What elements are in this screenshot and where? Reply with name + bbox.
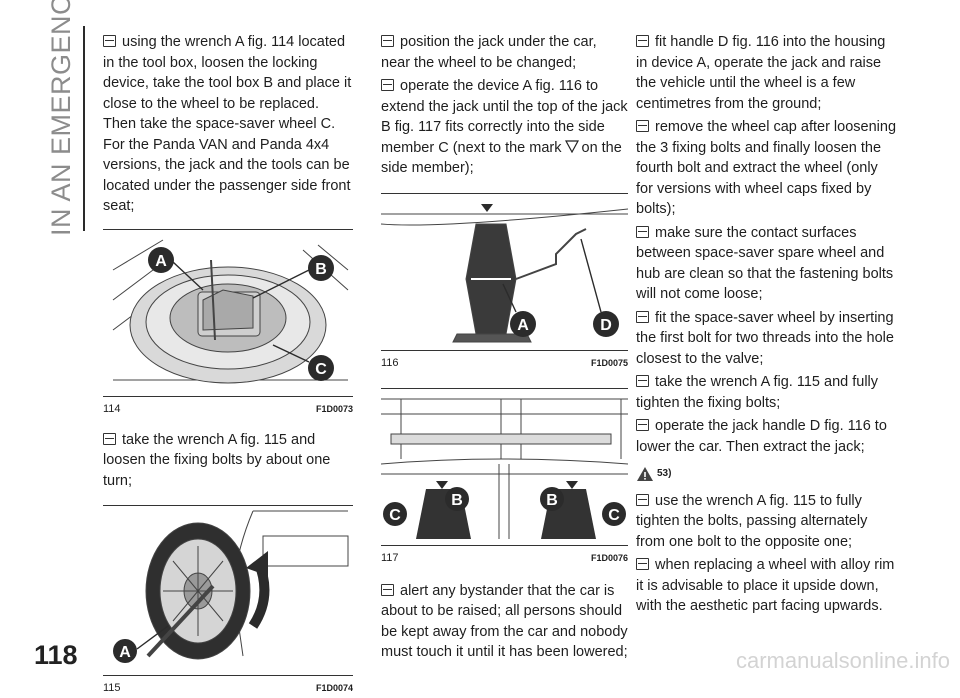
label-c: C: [608, 507, 620, 524]
figure-number: 116: [381, 353, 399, 374]
checkbox-bullet-icon: [103, 433, 116, 445]
checkbox-bullet-icon: [636, 35, 649, 47]
instruction-item: using the wrench A fig. 114 located in t…: [103, 32, 353, 217]
section-divider: [83, 26, 85, 231]
checkbox-bullet-icon: [381, 584, 394, 596]
label-a: A: [155, 253, 167, 270]
figure-code: F1D0075: [591, 353, 628, 374]
jacking-points-illustration: C B B C: [381, 389, 628, 539]
spare-wheel-illustration: A B C: [103, 230, 353, 390]
label-a: A: [119, 644, 131, 661]
figure-114: A B C 114 F1D0073: [103, 229, 353, 420]
figure-caption: 115 F1D0074: [103, 675, 353, 698]
instruction-item: operate the device A fig. 116 to extend …: [381, 76, 628, 179]
figure-code: F1D0074: [316, 678, 353, 698]
checkbox-bullet-icon: [636, 311, 649, 323]
section-title-text: IN AN EMERGENCY: [46, 0, 77, 236]
label-d: D: [600, 317, 612, 334]
warning-ref-number: 53): [657, 464, 671, 485]
figure-115: A 115 F1D0074: [103, 505, 353, 698]
instruction-item: take the wrench A fig. 115 and loosen th…: [103, 430, 353, 492]
instruction-item: take the wrench A fig. 115 and fully tig…: [636, 372, 898, 413]
checkbox-bullet-icon: [636, 375, 649, 387]
jacking-point-mark-icon: [565, 139, 579, 153]
figure-116: A D 116 F1D0075: [381, 193, 628, 374]
instruction-item: operate the jack handle D fig. 116 to lo…: [636, 416, 898, 457]
column-1: using the wrench A fig. 114 located in t…: [103, 32, 353, 698]
figure-code: F1D0076: [591, 548, 628, 569]
instruction-item: position the jack under the car, near th…: [381, 32, 628, 73]
instruction-item: remove the wheel cap after loosening the…: [636, 117, 898, 220]
checkbox-bullet-icon: [103, 35, 116, 47]
figure-caption: 117 F1D0076: [381, 545, 628, 569]
jack-illustration: A D: [381, 194, 628, 344]
wrench-on-wheel-illustration: A: [103, 506, 353, 668]
figure-number: 115: [103, 678, 121, 698]
warning-icon: [636, 466, 654, 482]
instruction-item: fit the space-saver wheel by inserting t…: [636, 308, 898, 370]
checkbox-bullet-icon: [636, 120, 649, 132]
figure-number: 117: [381, 548, 399, 569]
label-b: B: [315, 261, 327, 278]
label-b: B: [546, 492, 558, 509]
page-number: 118: [34, 640, 78, 671]
instruction-item: use the wrench A fig. 115 to fully tight…: [636, 491, 898, 553]
instruction-item: when replacing a wheel with alloy rim it…: [636, 555, 898, 617]
figure-number: 114: [103, 399, 121, 420]
instruction-item: alert any bystander that the car is abou…: [381, 581, 628, 663]
label-a: A: [517, 317, 529, 334]
label-c: C: [389, 507, 401, 524]
checkbox-bullet-icon: [636, 419, 649, 431]
checkbox-bullet-icon: [636, 494, 649, 506]
column-3: fit handle D fig. 116 into the housing i…: [636, 32, 898, 620]
figure-117: C B B C 117 F1D0076: [381, 388, 628, 569]
figure-code: F1D0073: [316, 399, 353, 420]
figure-caption: 114 F1D0073: [103, 396, 353, 420]
checkbox-bullet-icon: [636, 558, 649, 570]
label-b: B: [451, 492, 463, 509]
checkbox-bullet-icon: [381, 79, 394, 91]
checkbox-bullet-icon: [636, 226, 649, 238]
column-2: position the jack under the car, near th…: [381, 32, 628, 666]
label-c: C: [315, 361, 327, 378]
checkbox-bullet-icon: [381, 35, 394, 47]
figure-caption: 116 F1D0075: [381, 350, 628, 374]
warning-reference: 53): [636, 464, 671, 485]
instruction-item: make sure the contact surfaces between s…: [636, 223, 898, 305]
watermark: carmanualsonline.info: [736, 648, 950, 674]
instruction-item: fit handle D fig. 116 into the housing i…: [636, 32, 898, 114]
